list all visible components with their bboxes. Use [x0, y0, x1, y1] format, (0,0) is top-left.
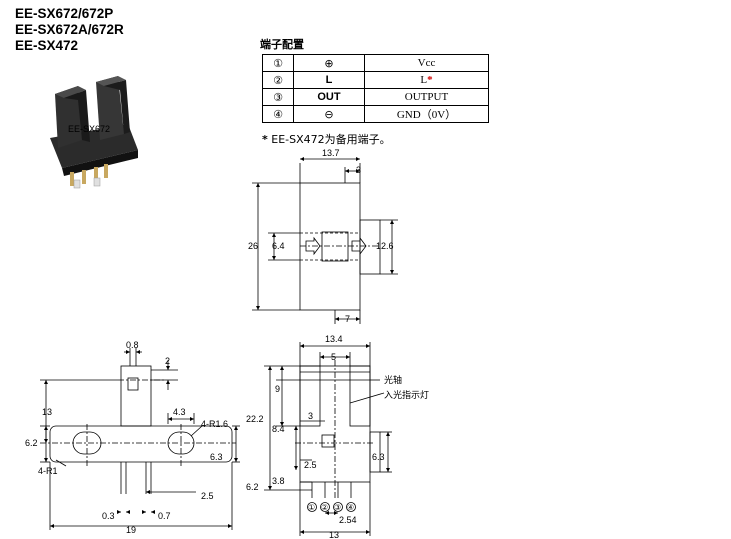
side-view-drawing [252, 157, 398, 324]
pin-note: * EE-SX472为备用端子。 [262, 131, 391, 147]
top-view-drawing [40, 348, 240, 530]
dim-label: 6.4 [272, 241, 285, 251]
dim-label: 6.2 [25, 438, 38, 448]
note-star-marker: * [427, 74, 433, 86]
dim-label: 2 [165, 356, 170, 366]
pin-number-label: ③ [334, 503, 341, 512]
dim-label: 19 [126, 525, 136, 535]
pin-signal: OUTPUT [364, 88, 489, 106]
indicator-label: 入光指示灯 [384, 389, 429, 401]
pin-signal: GND（0V） [364, 105, 489, 123]
dim-label: 3 [356, 165, 361, 175]
dim-label: 0.8 [126, 340, 139, 350]
dim-label: 13 [42, 407, 52, 417]
dim-label: 0.3 [102, 511, 115, 521]
dim-label: 5 [331, 352, 336, 362]
pin-config-title: 端子配置 [260, 38, 304, 51]
model-name-2: EE-SX672A/672R [15, 22, 124, 37]
model-name-3: EE-SX472 [15, 38, 79, 53]
pin-row: ③ OUT OUTPUT [262, 88, 489, 106]
dim-label: 6.3 [372, 452, 385, 462]
note-star: * [262, 133, 268, 146]
dim-label: 13.7 [322, 148, 340, 158]
dim-label: 3.8 [272, 476, 285, 486]
dim-label: 13 [329, 530, 339, 539]
pin-row: ② L L* [262, 71, 489, 89]
svg-text:EE-SX672: EE-SX672 [68, 124, 110, 134]
dim-label: 6.3 [210, 452, 223, 462]
dim-label: 3 [308, 411, 313, 421]
dim-label: 7 [345, 314, 350, 324]
dim-label: 6.2 [246, 482, 259, 492]
pin-number-label: ② [321, 503, 328, 512]
dim-label: 2.5 [201, 491, 214, 501]
pin-symbol: ⊖ [293, 105, 365, 123]
dim-label: 9 [275, 384, 280, 394]
pin-number-label: ① [308, 503, 315, 512]
pin-config-table: ① ⊕ Vcc ② L L* ③ OUT OUTPUT ④ ⊖ GND（0V） [262, 54, 489, 123]
dim-label: 12.6 [376, 241, 394, 251]
dim-label: 13.4 [325, 334, 343, 344]
pin-row: ① ⊕ Vcc [262, 54, 489, 72]
dim-label: 2.54 [339, 515, 357, 525]
dim-label: 2.5 [304, 460, 317, 470]
model-name-1: EE-SX672/672P [15, 6, 114, 21]
dim-label: 0.7 [158, 511, 171, 521]
pin-row: ④ ⊖ GND（0V） [262, 105, 489, 123]
front-view-drawing [264, 342, 392, 536]
pin-note-text: EE-SX472为备用端子。 [267, 133, 391, 146]
pin-number-label: ④ [347, 503, 354, 512]
sensor-body-illustration: EE-SX672 [50, 76, 138, 189]
dim-label: 4.3 [173, 407, 186, 417]
dim-label: 26 [248, 241, 258, 251]
dim-label: 4-R1.6 [201, 419, 228, 429]
dim-label: 8.4 [272, 424, 285, 434]
optical-axis-label: 光轴 [384, 374, 402, 386]
dim-label: 22.2 [246, 414, 264, 424]
dim-label: 4-R1 [38, 466, 58, 476]
